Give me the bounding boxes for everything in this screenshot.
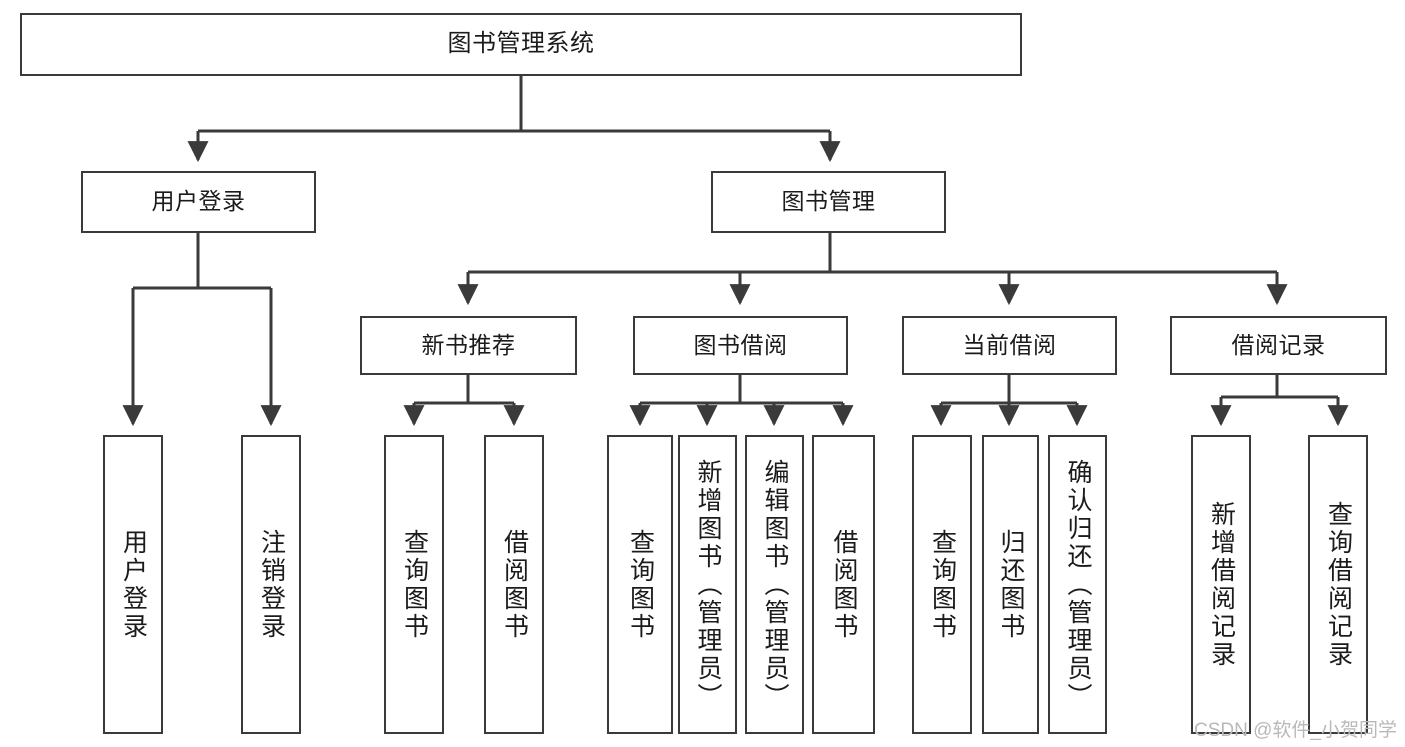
node-book-management[interactable]: 图书管理 (711, 171, 946, 233)
node-label: 注销登录 (257, 528, 286, 641)
node-label: 图书管理系统 (447, 30, 595, 58)
node-label: 查询图书 (626, 528, 655, 641)
leaf-current-borrow-query-book[interactable]: 查询图书 (912, 435, 972, 734)
leaf-borrow-record-query-record[interactable]: 查询借阅记录 (1308, 435, 1368, 734)
node-label: 归还图书 (997, 528, 1025, 641)
node-label: 查询借阅记录 (1324, 500, 1353, 669)
node-label: 查询图书 (400, 528, 429, 641)
node-label: 用户登录 (151, 188, 246, 215)
node-label: 确认归还（管理员） (1064, 458, 1092, 711)
node-label: 借阅记录 (1231, 331, 1326, 358)
node-new-book-recommend[interactable]: 新书推荐 (360, 316, 577, 375)
node-user-login[interactable]: 用户登录 (81, 171, 316, 233)
leaf-book-borrow-add-book[interactable]: 新增图书（管理员） (678, 435, 737, 734)
leaf-book-borrow-query-book[interactable]: 查询图书 (607, 435, 673, 734)
node-label: 新书推荐 (421, 331, 516, 358)
node-label: 图书管理 (781, 188, 876, 215)
node-label: 编辑图书（管理员） (761, 458, 789, 711)
leaf-user-login-login[interactable]: 用户登录 (103, 435, 163, 734)
node-label: 图书借阅 (693, 331, 788, 358)
leaf-new-book-query-book[interactable]: 查询图书 (384, 435, 444, 734)
node-borrow-record[interactable]: 借阅记录 (1170, 316, 1387, 375)
node-book-borrow[interactable]: 图书借阅 (633, 316, 848, 375)
node-label: 新增图书（管理员） (694, 458, 722, 711)
node-label: 借阅图书 (500, 528, 529, 641)
node-label: 查询图书 (928, 528, 957, 641)
node-current-borrow[interactable]: 当前借阅 (902, 316, 1117, 375)
node-label: 新增借阅记录 (1207, 500, 1236, 669)
node-label: 当前借阅 (962, 331, 1057, 358)
leaf-new-book-borrow-book[interactable]: 借阅图书 (484, 435, 544, 734)
node-label: 借阅图书 (830, 528, 858, 641)
leaf-current-borrow-confirm-return[interactable]: 确认归还（管理员） (1048, 435, 1107, 734)
leaf-borrow-record-add-record[interactable]: 新增借阅记录 (1191, 435, 1251, 734)
leaf-current-borrow-return-book[interactable]: 归还图书 (982, 435, 1039, 734)
node-label: 用户登录 (119, 528, 148, 641)
node-root-system[interactable]: 图书管理系统 (20, 13, 1022, 76)
leaf-book-borrow-borrow-book[interactable]: 借阅图书 (812, 435, 875, 734)
watermark: CSDN @软件_小贺同学 (1194, 720, 1397, 741)
leaf-user-login-logout[interactable]: 注销登录 (241, 435, 301, 734)
leaf-book-borrow-edit-book[interactable]: 编辑图书（管理员） (745, 435, 804, 734)
